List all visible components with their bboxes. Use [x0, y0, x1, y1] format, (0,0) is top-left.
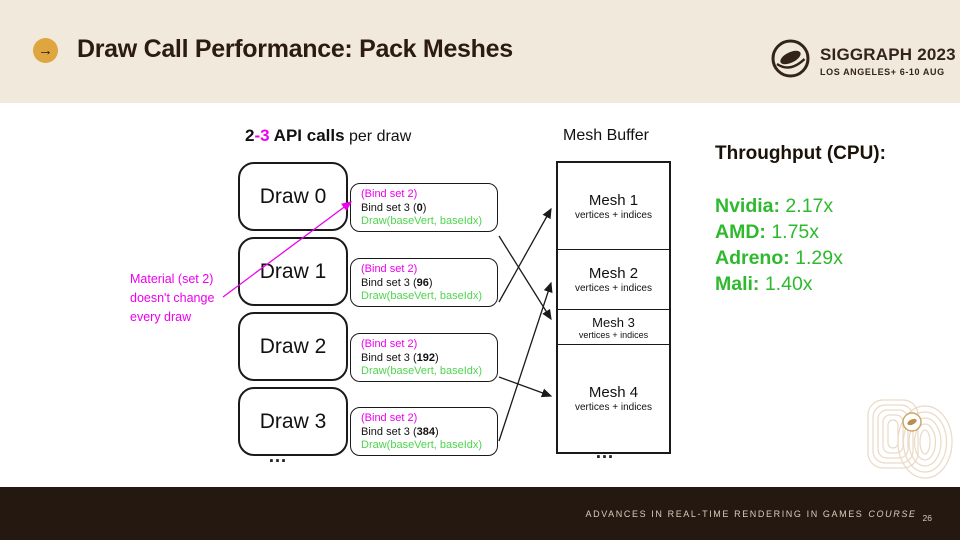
header-band: → Draw Call Performance: Pack Meshes SIG…	[0, 0, 960, 103]
draw-box-0-label: Draw 0	[259, 184, 327, 208]
mesh-3-name: Mesh 3	[592, 314, 635, 330]
bind-box-0-line2: Bind set 3 (0)	[361, 201, 427, 214]
throughput-row-adreno: Adreno: 1.29x	[715, 247, 843, 269]
mesh-row-4: Mesh 4 vertices + indices	[558, 344, 669, 452]
siggraph-logo-text: SIGGRAPH 2023 LOS ANGELES+ 6-10 AUG	[820, 45, 956, 77]
mesh-row-3: Mesh 3 vertices + indices	[558, 309, 669, 344]
arrow-draw0-to-mesh3	[498, 235, 552, 321]
throughput-block: Throughput (CPU): Nvidia: 2.17x AMD: 1.7…	[715, 143, 886, 297]
material-note: Material (set 2) doesn't change every dr…	[130, 270, 214, 327]
bind-box-1-line3: Draw(baseVert, baseIdx)	[361, 290, 483, 302]
siggraph-logo: SIGGRAPH 2023 LOS ANGELES+ 6-10 AUG	[770, 38, 956, 84]
bind-box-1: (Bind set 2) Bind set 3 (96) Draw(baseVe…	[350, 258, 498, 307]
mesh-4-name: Mesh 4	[588, 384, 639, 401]
draw-box-3: Draw 3	[238, 387, 348, 456]
bullet-arrow-icon: →	[33, 38, 58, 63]
footer-band: ADVANCES IN REAL-TIME RENDERING IN GAMES…	[0, 487, 960, 540]
bind-box-2-line1: (Bind set 2)	[361, 338, 418, 350]
mesh-1-name: Mesh 1	[588, 191, 639, 209]
throughput-row-mali: Mali: 1.40x	[715, 273, 813, 295]
bind-box-0-line1: (Bind set 2)	[361, 188, 418, 200]
draw-box-3-label: Draw 3	[259, 409, 327, 433]
arrow-draw2-to-mesh4	[498, 376, 553, 398]
mesh-4-sub: vertices + indices	[575, 402, 652, 413]
footer-page-number: 26	[922, 512, 932, 523]
material-note-line1: Material (set 2)	[130, 272, 214, 286]
bind-box-1-line2: Bind set 3 (96)	[361, 276, 433, 289]
mesh-2-name: Mesh 2	[588, 265, 639, 282]
logo-line2: LOS ANGELES+ 6-10 AUG	[820, 67, 945, 77]
mesh-ellipsis: …	[595, 442, 617, 463]
throughput-list: Nvidia: 2.17x AMD: 1.75x Adreno: 1.29x M…	[715, 193, 886, 297]
mesh-buffer-box: Mesh 1 vertices + indices Mesh 2 vertice…	[556, 161, 671, 454]
bind-box-2-line3: Draw(baseVert, baseIdx)	[361, 365, 483, 377]
footer-course: COURSE	[868, 508, 917, 519]
api-calls-suffix: per draw	[344, 128, 412, 145]
bind-box-2-line2: Bind set 3 (192)	[361, 351, 439, 364]
anniversary-watermark-icon	[866, 392, 954, 487]
bind-box-2: (Bind set 2) Bind set 3 (192) Draw(baseV…	[350, 333, 498, 382]
throughput-row-amd: AMD: 1.75x	[715, 221, 820, 243]
logo-line1: SIGGRAPH 2023	[820, 45, 956, 64]
throughput-title: Throughput (CPU):	[715, 143, 886, 164]
draw-box-1-label: Draw 1	[259, 259, 327, 283]
bind-box-1-line1: (Bind set 2)	[361, 263, 418, 275]
api-calls-heading: 2-3 API calls per draw	[245, 126, 411, 146]
material-note-line2: doesn't change	[130, 291, 215, 305]
bind-box-3-line2: Bind set 3 (384)	[361, 425, 439, 438]
api-calls-label: API calls	[269, 126, 345, 145]
material-note-line3: every draw	[130, 310, 192, 324]
bind-box-0-line3: Draw(baseVert, baseIdx)	[361, 215, 483, 227]
mesh-row-2: Mesh 2 vertices + indices	[558, 249, 669, 309]
arrow-draw3-to-mesh2	[498, 281, 553, 442]
draw-box-0: Draw 0	[238, 162, 348, 231]
page-title: Draw Call Performance: Pack Meshes	[77, 35, 513, 63]
mesh-2-sub: vertices + indices	[575, 283, 652, 294]
draw-box-1: Draw 1	[238, 237, 348, 306]
draw-box-2: Draw 2	[238, 312, 348, 381]
bind-box-0: (Bind set 2) Bind set 3 (0) Draw(baseVer…	[350, 183, 498, 232]
mesh-3-sub: vertices + indices	[578, 329, 649, 340]
footer-text: ADVANCES IN REAL-TIME RENDERING IN GAMES	[585, 508, 864, 519]
bind-box-3-line1: (Bind set 2)	[361, 412, 418, 424]
api-calls-count: 2	[245, 126, 255, 145]
mesh-1-sub: vertices + indices	[575, 209, 652, 221]
bind-box-3: (Bind set 2) Bind set 3 (384) Draw(baseV…	[350, 407, 498, 456]
bind-box-3-line3: Draw(baseVert, baseIdx)	[361, 439, 483, 451]
mesh-buffer-heading: Mesh Buffer	[563, 127, 649, 144]
siggraph-swirl-icon	[770, 38, 811, 84]
draws-ellipsis: …	[268, 446, 290, 467]
mesh-row-1: Mesh 1 vertices + indices	[558, 163, 669, 249]
arrow-draw1-to-mesh1	[498, 207, 552, 303]
throughput-row-nvidia: Nvidia: 2.17x	[715, 195, 834, 217]
draw-box-2-label: Draw 2	[259, 334, 327, 358]
api-calls-count-extra: -3	[254, 126, 270, 145]
